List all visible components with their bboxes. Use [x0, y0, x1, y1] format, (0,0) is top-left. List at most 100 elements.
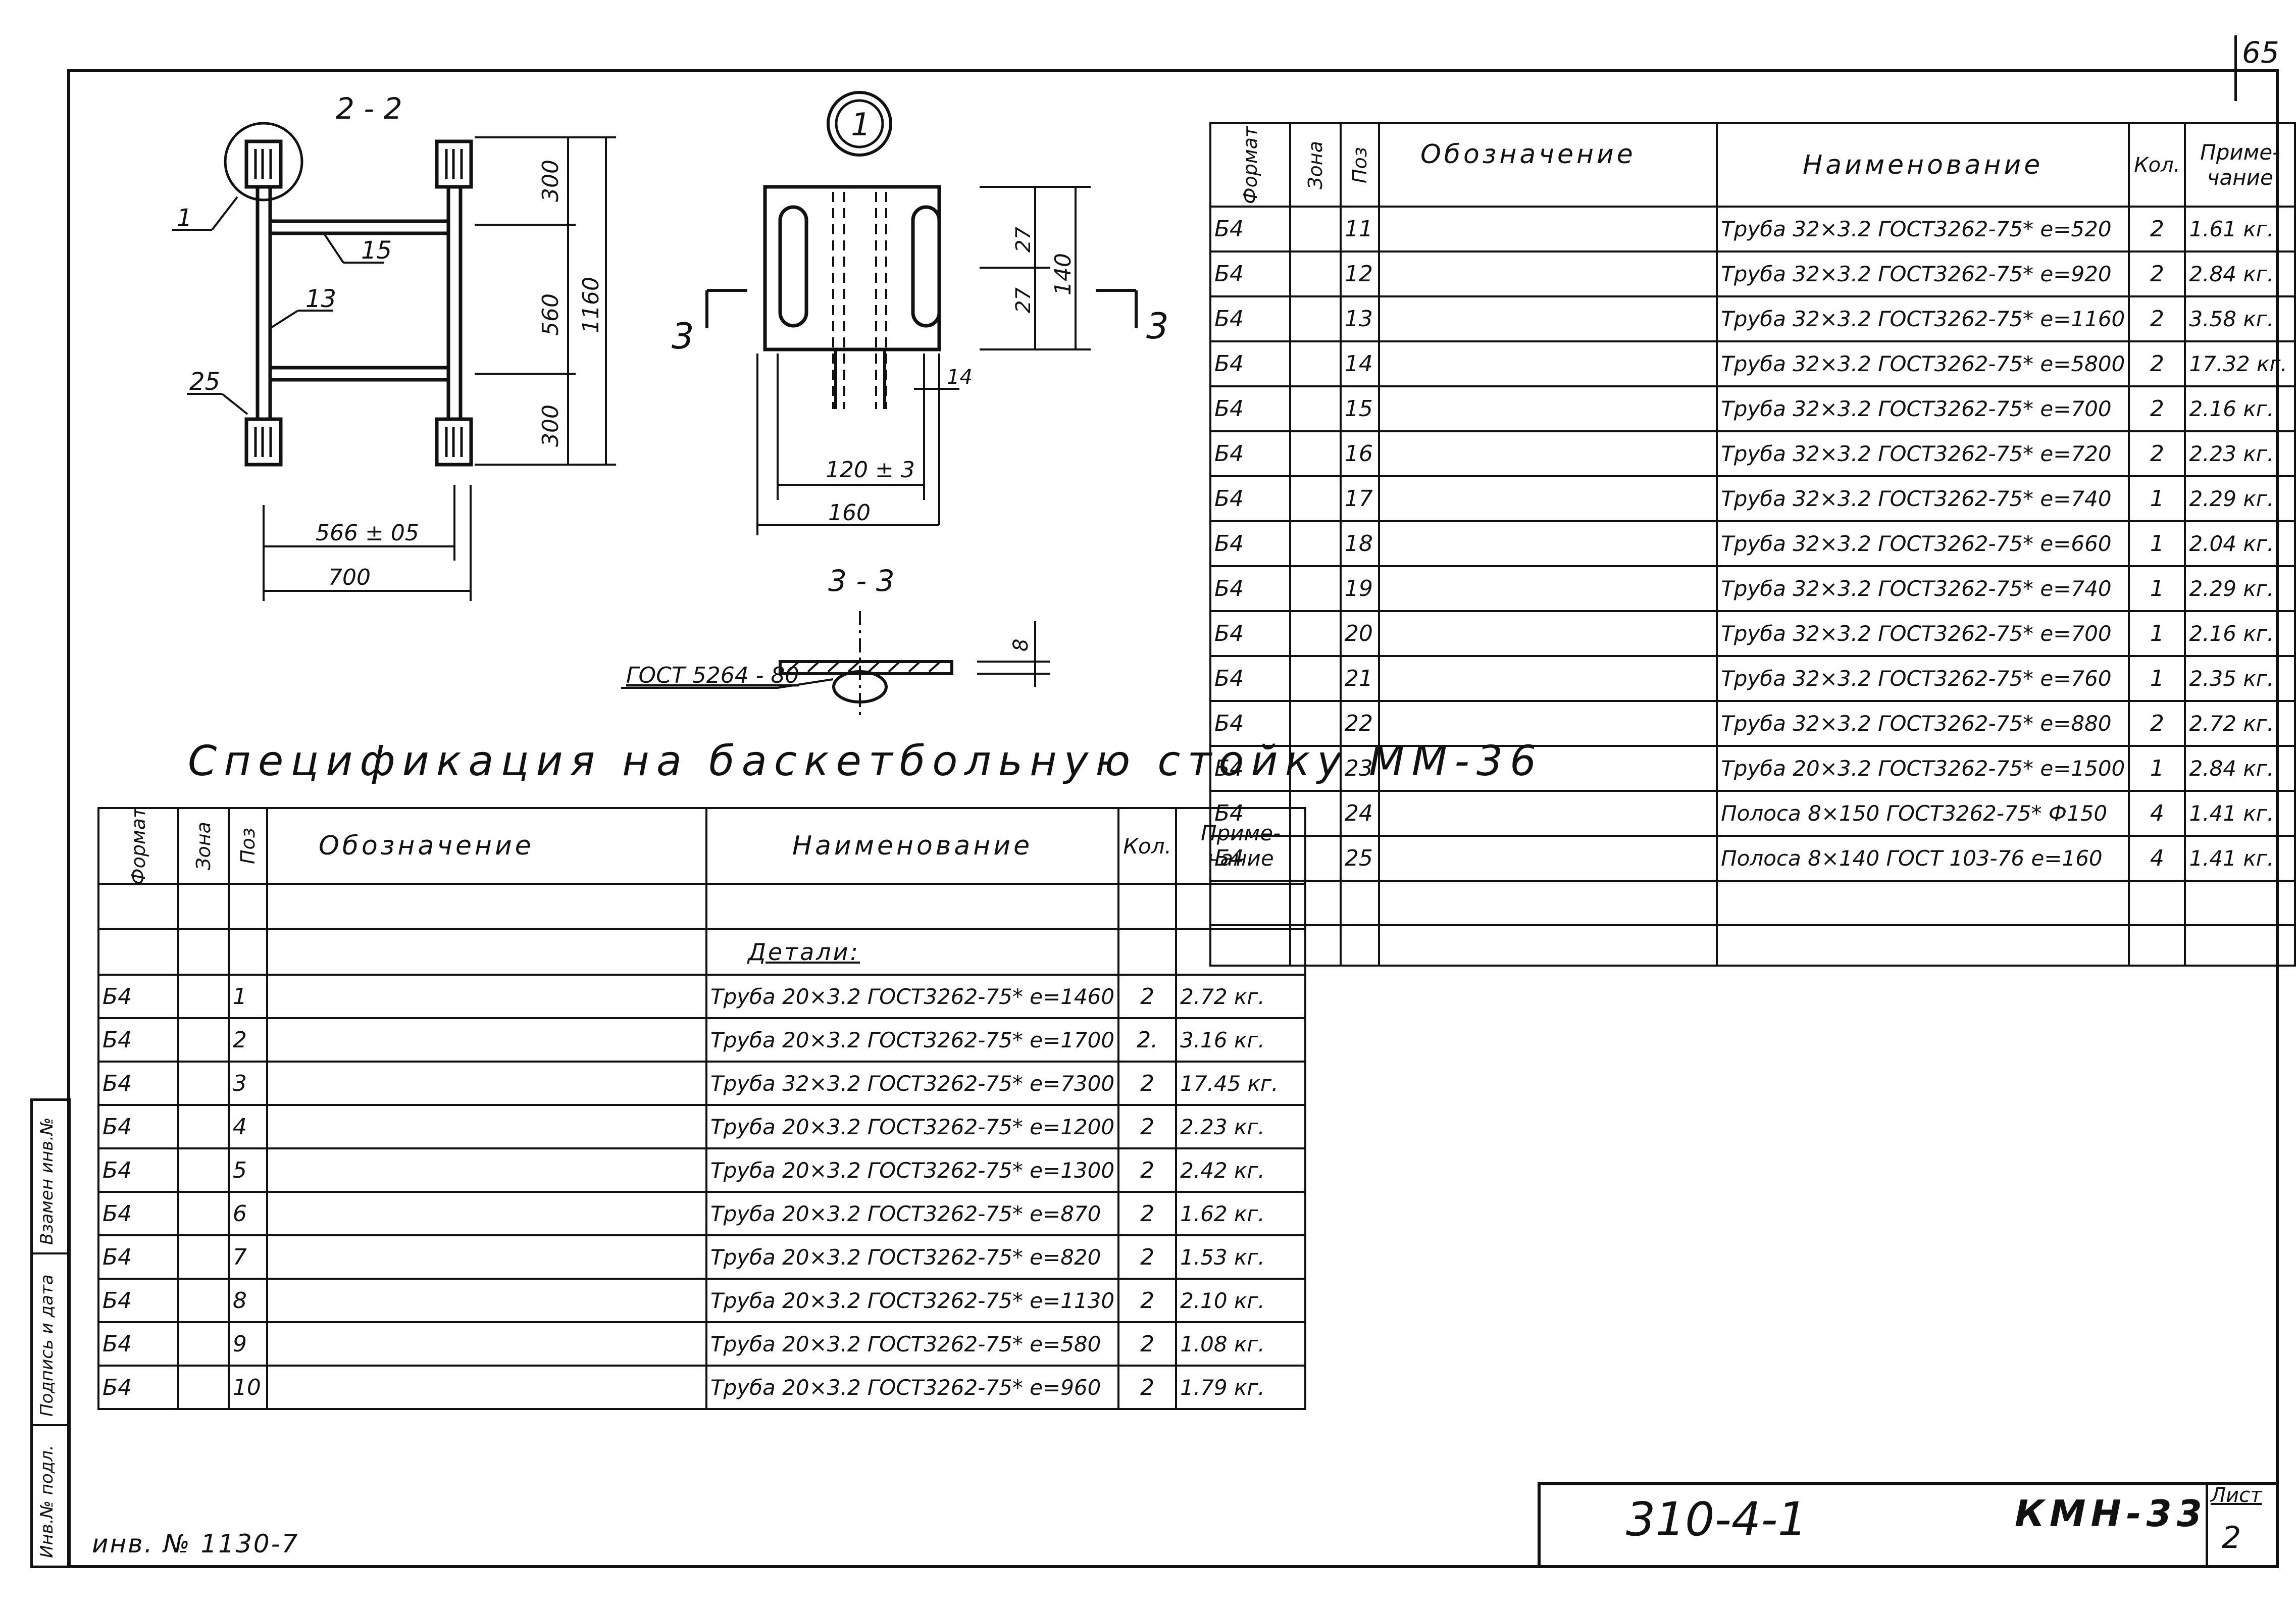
hdr-qty: Кол.: [1117, 807, 1178, 885]
cell-designation: [1377, 790, 1718, 837]
cell-pos: 6: [227, 1191, 268, 1236]
section-22-title: 2 - 2: [336, 91, 402, 126]
spec-header-row: Формат Зона Поз Обозначение Наименование…: [97, 807, 1307, 885]
cell-qty: 1: [2128, 565, 2186, 612]
cell-name: Труба 20×3.2 ГОСТ3262-75* е=1130: [705, 1278, 1120, 1323]
cell-zone: [177, 1017, 230, 1063]
hdr-format-r: Формат: [1239, 126, 1262, 204]
spec-header-row-right: Формат Зона Поз Обозначение Наименование…: [1209, 122, 2296, 208]
cell-pos: 20: [1339, 610, 1380, 657]
cell-note: 2.35 кг.: [2184, 655, 2296, 702]
cell-format: Б4: [97, 1017, 180, 1063]
cell-pos: 22: [1339, 700, 1380, 747]
cell-designation: [1377, 340, 1718, 387]
cell-qty: 2: [1117, 1365, 1178, 1410]
cell-designation: [266, 1061, 707, 1106]
cell-name: Труба 20×3.2 ГОСТ3262-75* е=1700: [705, 1017, 1120, 1063]
cell-pos: 3: [227, 1061, 268, 1106]
cell-format: Б4: [97, 1234, 180, 1280]
cell-designation: [266, 1017, 707, 1063]
cell-designation: [266, 1278, 707, 1323]
cell-designation: [1377, 700, 1718, 747]
cell-name: Труба 32×3.2 ГОСТ3262-75* е=740: [1716, 565, 2130, 612]
cell-note: 2.29 кг.: [2184, 565, 2296, 612]
cell-pos: 10: [227, 1365, 268, 1410]
cell-name: Труба 20×3.2 ГОСТ3262-75* е=1500: [1716, 745, 2130, 792]
cell-designation: [1377, 835, 1718, 882]
hdr-zone: Зона: [192, 822, 215, 870]
cell-note: 2.84 кг.: [2184, 745, 2296, 792]
cell-zone: [1289, 655, 1342, 702]
cell-designation: [1377, 565, 1718, 612]
inventory-number: инв. № 1130-7: [92, 1529, 299, 1558]
cell-note: 17.45 кг.: [1175, 1061, 1307, 1106]
cell-qty: 2: [2128, 385, 2186, 432]
cell-pos: 2: [227, 1017, 268, 1063]
cell-designation: [1377, 385, 1718, 432]
cell-name: Труба 32×3.2 ГОСТ3262-75* е=740: [1716, 475, 2130, 522]
cell-designation: [1377, 655, 1718, 702]
cell-pos: 8: [227, 1278, 268, 1323]
cell-format: Б4: [97, 1278, 180, 1323]
cell-note: 1.79 кг.: [1175, 1365, 1307, 1410]
dim-560: 560: [538, 293, 564, 336]
cell-designation: [1377, 475, 1718, 522]
cell-designation: [1377, 430, 1718, 477]
dim-300-top: 300: [538, 160, 564, 202]
cell-note: 1.41 кг.: [2184, 790, 2296, 837]
gost-5264: ГОСТ 5264 - 80: [626, 663, 799, 688]
cell-pos: 16: [1339, 430, 1380, 477]
cell-format: Б4: [1209, 610, 1292, 657]
cell-format: Б4: [97, 1191, 180, 1236]
cell-qty: 2: [2128, 295, 2186, 342]
cell-zone: [177, 1147, 230, 1193]
cell-designation: [1377, 520, 1718, 567]
cell-format: Б4: [97, 1147, 180, 1193]
section-33-title: 3 - 3: [828, 564, 895, 598]
side-cell-sign: Подпись и дата: [33, 1252, 68, 1426]
cell-zone: [177, 1321, 230, 1367]
node-label: 1: [851, 106, 871, 143]
cell-zone: [177, 1365, 230, 1410]
cut-label-left: 3: [672, 316, 694, 357]
side-text-inv: Инв.№ подл.: [37, 1445, 57, 1558]
cell-qty: 2.: [1117, 1017, 1178, 1063]
cell-format: Б4: [97, 974, 180, 1019]
cell-qty: 4: [2128, 790, 2186, 837]
corner-line: [2234, 35, 2237, 101]
cell-note: 2.16 кг.: [2184, 610, 2296, 657]
cell-pos: 21: [1339, 655, 1380, 702]
cell-zone: [1289, 520, 1342, 567]
cell-name: Труба 32×3.2 ГОСТ3262-75* е=7300: [705, 1061, 1120, 1106]
cell-zone: [1289, 250, 1342, 297]
cell-note: 2.23 кг.: [1175, 1104, 1307, 1149]
cell-note: 2.72 кг.: [2184, 700, 2296, 747]
section-22-frame: [244, 139, 473, 467]
cell-qty: 2: [1117, 1278, 1178, 1323]
cell-pos: 5: [227, 1147, 268, 1193]
cell-note: 2.29 кг.: [2184, 475, 2296, 522]
cell-zone: [1289, 835, 1342, 882]
cell-zone: [1289, 790, 1342, 837]
cell-name: Труба 20×3.2 ГОСТ3262-75* е=960: [705, 1365, 1120, 1410]
cell-qty: 1: [2128, 745, 2186, 792]
cell-zone: [1289, 700, 1342, 747]
hdr-pos-r: Поз: [1348, 146, 1371, 183]
side-cell-inv: Инв.№ подл.: [33, 1424, 68, 1566]
callout-15: 15: [361, 236, 392, 265]
cell-qty: 1: [2128, 655, 2186, 702]
cell-note: 2.42 кг.: [1175, 1147, 1307, 1193]
callout-1: 1: [177, 204, 192, 232]
side-text-replace: Взамен инв.№: [37, 1117, 57, 1245]
cut-label-right: 3: [1146, 306, 1169, 347]
cell-format: Б4: [1209, 430, 1292, 477]
cell-zone: [1289, 745, 1342, 792]
